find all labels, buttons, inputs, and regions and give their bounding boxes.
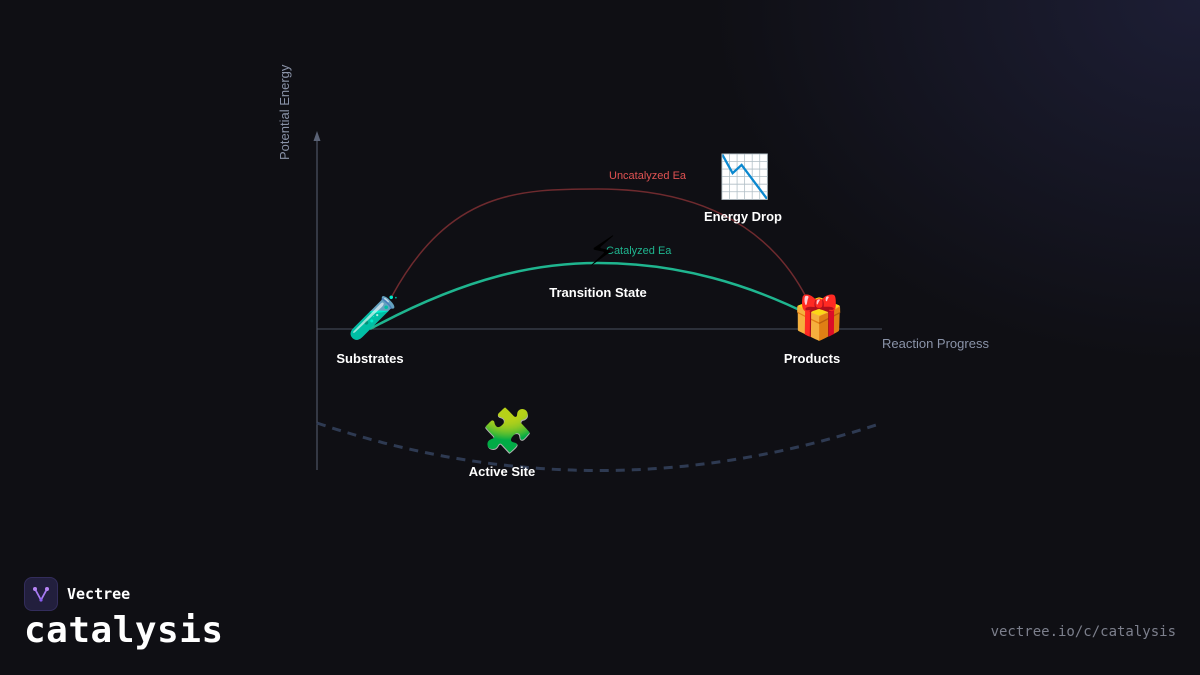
puzzle-piece-icon: 🧩 xyxy=(482,406,534,455)
active-site-label: Active Site xyxy=(469,464,535,479)
substrates-label: Substrates xyxy=(336,351,403,366)
uncatalyzed-curve xyxy=(391,188,811,306)
page-url-link[interactable]: vectree.io/c/catalysis xyxy=(990,624,1176,640)
catalyzed-label: Catalyzed Ea xyxy=(606,245,672,257)
brand-name: Vectree xyxy=(67,585,131,603)
brand: Vectree xyxy=(24,577,130,611)
gift-icon: 🎁 xyxy=(793,293,845,342)
node-active-site: 🧩 Active Site xyxy=(469,406,535,479)
node-substrates: 🧪 Substrates xyxy=(336,293,403,366)
test-tube-icon: 🧪 xyxy=(348,293,400,342)
x-axis-label: Reaction Progress xyxy=(882,336,989,351)
uncatalyzed-label: Uncatalyzed Ea xyxy=(609,170,687,182)
lightning-icon: ⚡ xyxy=(587,227,617,276)
chart-decreasing-icon: 📉 xyxy=(719,152,771,201)
node-transition-state: ⚡ Transition State xyxy=(549,227,647,300)
y-axis-arrow-icon xyxy=(313,131,321,141)
node-energy-drop: 📉 Energy Drop xyxy=(704,152,782,224)
products-label: Products xyxy=(784,351,840,366)
transition-state-label: Transition State xyxy=(549,285,647,300)
page-title: catalysis xyxy=(24,610,224,651)
y-axis-label: Potential Energy xyxy=(277,64,292,160)
vectree-logo-icon xyxy=(24,577,58,611)
node-products: 🎁 Products xyxy=(784,293,845,366)
energy-drop-label: Energy Drop xyxy=(704,209,782,224)
catalyzed-curve xyxy=(369,261,813,331)
active-site-arc xyxy=(316,421,883,472)
